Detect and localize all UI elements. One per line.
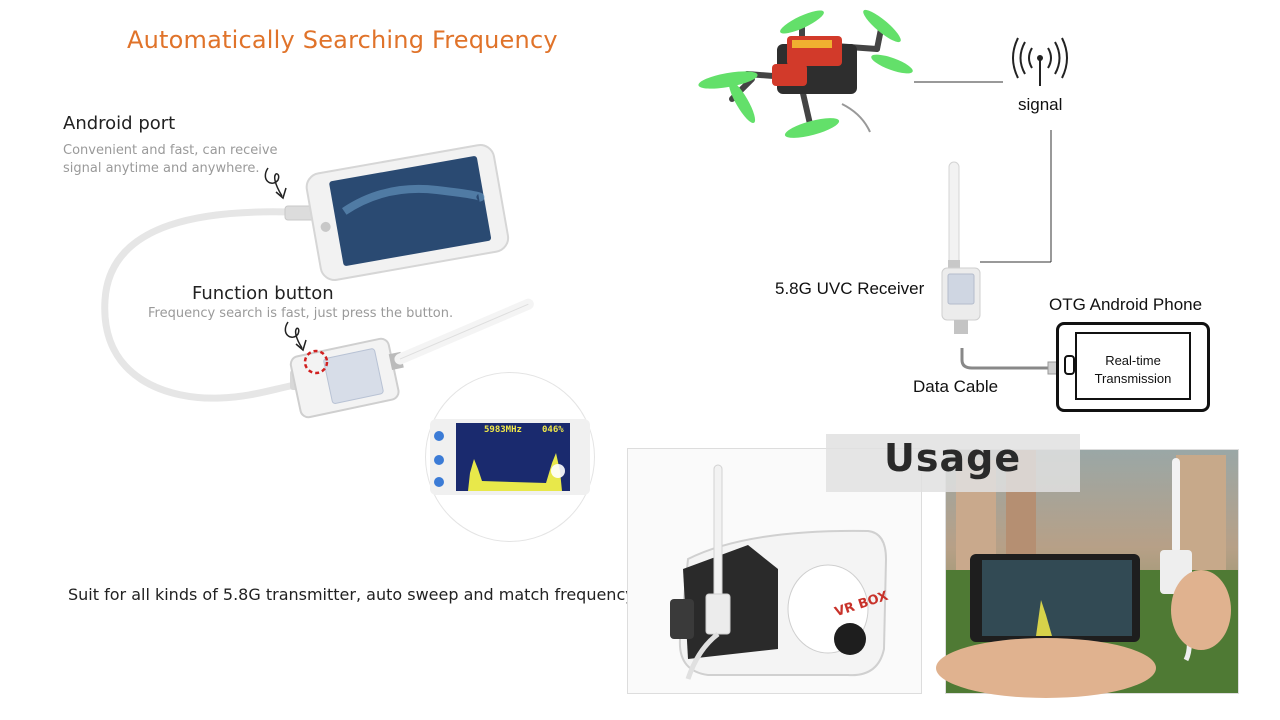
phone-image: Real-time Transmission <box>1056 322 1210 412</box>
usage-label-background <box>826 434 1080 492</box>
product-photo <box>101 144 534 419</box>
spectrum-zoom-circle: 5983MHz 046% <box>425 372 595 542</box>
wifi-signal-icon <box>1012 37 1068 86</box>
page-title: Automatically Searching Frequency <box>127 26 558 54</box>
spectrum-screen: 5983MHz 046% <box>456 423 570 491</box>
function-button-title: Function button <box>192 283 334 304</box>
phone-screen: Real-time Transmission <box>1075 332 1191 400</box>
arrow-function-button <box>284 321 303 349</box>
drone-image <box>698 9 913 138</box>
phone-text-line1: Real-time <box>1105 353 1161 368</box>
usb-receiver-image <box>941 161 981 334</box>
function-button-desc: Frequency search is fast, just press the… <box>148 306 454 321</box>
android-port-title: Android port <box>63 113 176 134</box>
phone-text-line2: Transmission <box>1094 371 1172 386</box>
arrow-android-port <box>264 167 283 197</box>
receiver-label: 5.8G UVC Receiver <box>775 279 925 298</box>
cable-label: Data Cable <box>913 377 999 396</box>
spectrum-freq: 5983MHz <box>484 425 522 435</box>
phone-title: OTG Android Phone <box>1049 295 1203 314</box>
signal-label: signal <box>1018 95 1063 114</box>
footer-caption: Suit for all kinds of 5.8G transmitter, … <box>68 585 635 604</box>
android-port-desc-line2: signal anytime and anywhere. <box>63 161 260 176</box>
vr-headset-photo: VR BOX <box>627 448 922 694</box>
function-button-marker <box>303 349 329 375</box>
android-port-desc-line1: Convenient and fast, can receive <box>63 143 278 158</box>
spectrum-level: 046% <box>542 425 564 435</box>
usage-title: Usage <box>884 436 1022 480</box>
phone-home-button <box>1064 355 1075 375</box>
phone-usage-photo <box>936 449 1239 698</box>
